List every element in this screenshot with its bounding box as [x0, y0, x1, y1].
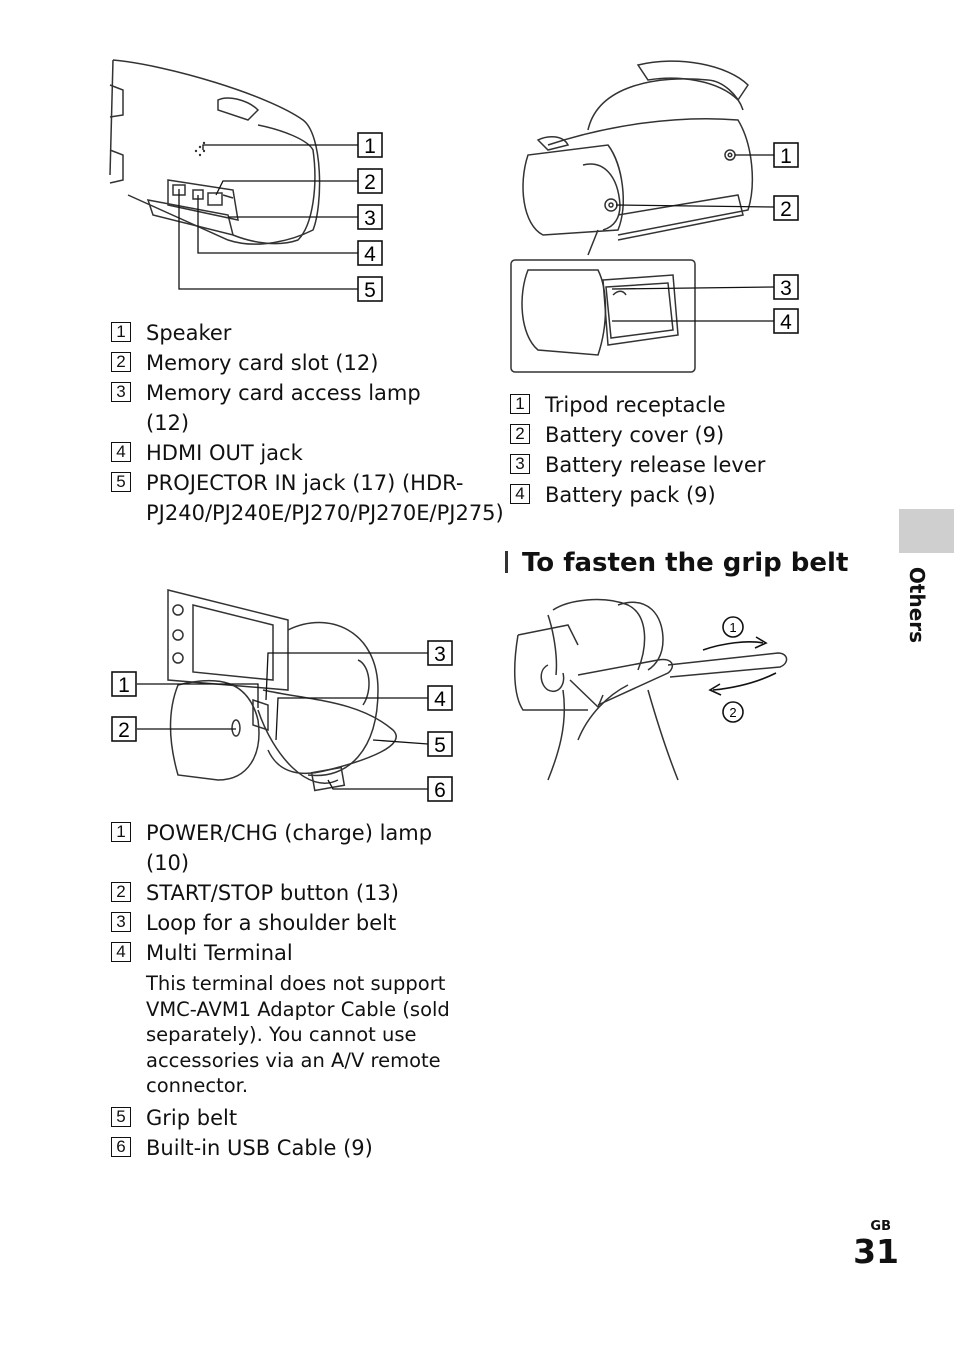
callout-4: 4	[780, 311, 792, 334]
callout-5: 5	[364, 279, 376, 302]
section-tab	[899, 509, 954, 553]
multi-terminal-note: This terminal does not support VMC-AVM1 …	[146, 972, 450, 1097]
region-code: GB	[870, 1219, 891, 1234]
callout-1: 1	[364, 135, 376, 158]
camcorder-underside-illustration: 1 2 3 4	[510, 60, 799, 373]
section-heading: To fasten the grip belt	[505, 545, 848, 581]
heading-bar	[505, 551, 508, 573]
step-1-marker: 1	[729, 620, 736, 635]
section-tab-label: Others	[905, 566, 929, 644]
callout-6: 6	[434, 779, 446, 802]
callout-2: 2	[364, 171, 376, 194]
figure-underside-battery: 1 2 3 4	[508, 55, 808, 375]
callout-3: 3	[364, 207, 376, 230]
callout-3: 3	[780, 277, 792, 300]
callout-3: 3	[434, 643, 446, 666]
callout-2: 2	[780, 198, 792, 221]
callout-5: 5	[434, 734, 446, 757]
callout-4: 4	[364, 243, 376, 266]
camcorder-side-illustration: 1 2 3 4 5	[109, 59, 383, 302]
figure-side-jacks: 1 2 3 4 5	[108, 55, 398, 305]
figure-front-grip: 1 2 3 4 5 6	[108, 580, 458, 805]
page-number: 31	[853, 1232, 899, 1271]
callout-1: 1	[118, 674, 130, 697]
callout-2: 2	[118, 719, 130, 742]
callout-1: 1	[780, 145, 792, 168]
callout-4: 4	[434, 688, 446, 711]
camcorder-front-illustration: 1 2 3 4 5 6	[111, 589, 453, 802]
hand-with-grip-belt-illustration: 1 2	[513, 598, 788, 781]
step-2-marker: 2	[729, 705, 736, 720]
figure-grip-belt: 1 2	[508, 595, 798, 785]
